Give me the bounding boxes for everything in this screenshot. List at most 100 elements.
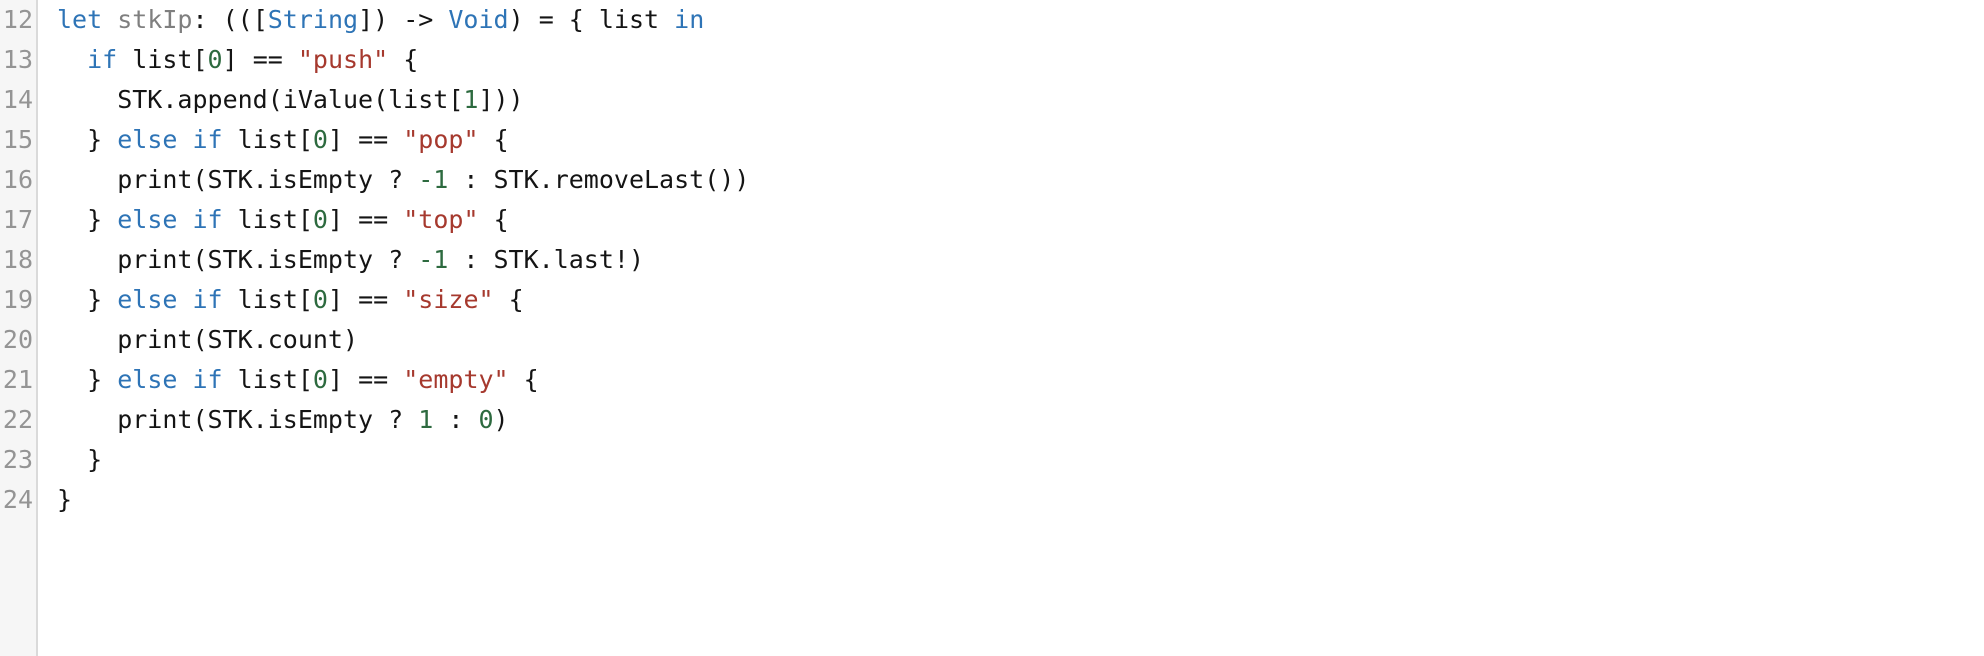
code-line-18: 18 print(STK.isEmpty ? -1 : STK.last!) [0, 240, 1984, 280]
code-line-19: 19 } else if list[0] == "size" { [0, 280, 1984, 320]
code-line-16: 16 print(STK.isEmpty ? -1 : STK.removeLa… [0, 160, 1984, 200]
token-plain: print(STK.isEmpty ? [57, 405, 419, 434]
token-plain: ] == [327, 205, 404, 234]
token-keyword: if [192, 365, 223, 394]
code-line-22: 22 print(STK.isEmpty ? 1 : 0) [0, 400, 1984, 440]
token-plain: print(STK.isEmpty ? [57, 245, 419, 274]
code-line-20: 20 print(STK.count) [0, 320, 1984, 360]
token-plain: list[ [222, 125, 313, 154]
token-number: 0 [312, 125, 328, 154]
code-text: } [36, 480, 72, 520]
token-plain: list[ [117, 45, 208, 74]
code-text: print(STK.count) [36, 320, 358, 360]
code-text: } else if list[0] == "top" { [36, 200, 509, 240]
token-plain: : STK.last!) [448, 245, 645, 274]
token-plain: ])) [478, 85, 524, 114]
line-number-gutter [0, 0, 38, 656]
token-number: 0 [207, 45, 223, 74]
token-keyword: if [192, 205, 223, 234]
token-keyword: if [87, 45, 118, 74]
line-number: 17 [2, 205, 33, 234]
token-keyword: in [674, 5, 705, 34]
token-plain [177, 365, 192, 394]
token-plain: ]) -> [358, 5, 449, 34]
code-text: let stkIp: (([String]) -> Void) = { list… [36, 0, 704, 40]
token-type: Void [448, 5, 509, 34]
token-string: "pop" [403, 125, 479, 154]
code-line-23: 23 } [0, 440, 1984, 480]
line-number: 21 [2, 365, 33, 394]
token-plain: print(STK.count) [57, 325, 359, 354]
code-text: print(STK.isEmpty ? -1 : STK.last!) [36, 240, 644, 280]
token-plain: } [57, 285, 118, 314]
token-plain: ] == [327, 365, 404, 394]
code-text: } else if list[0] == "pop" { [36, 120, 509, 160]
token-keyword: else [117, 125, 178, 154]
token-type: String [267, 5, 359, 34]
token-plain: STK.append(iValue(list[ [57, 85, 464, 114]
line-number: 15 [2, 125, 33, 154]
token-plain: ) = { list [508, 5, 675, 34]
token-plain: ] == [222, 45, 298, 74]
token-number: 0 [312, 285, 328, 314]
token-plain [102, 5, 117, 34]
token-plain: } [57, 445, 103, 474]
token-number: 1 [463, 85, 479, 114]
token-number: 0 [312, 205, 328, 234]
token-number: 0 [312, 365, 328, 394]
line-number: 24 [2, 485, 33, 514]
token-plain: ] == [327, 285, 404, 314]
token-plain: list[ [222, 285, 313, 314]
token-number: 1 [418, 405, 434, 434]
code-text: STK.append(iValue(list[1])) [36, 80, 524, 120]
token-variable: stkIp [117, 5, 193, 34]
token-plain: : STK.removeLast()) [448, 165, 750, 194]
line-number: 16 [2, 165, 33, 194]
token-plain: list[ [222, 365, 313, 394]
token-plain [177, 205, 192, 234]
token-string: "push" [297, 45, 389, 74]
code-line-13: 13 if list[0] == "push" { [0, 40, 1984, 80]
code-text: } else if list[0] == "size" { [36, 280, 524, 320]
token-plain [177, 125, 192, 154]
line-number: 22 [2, 405, 33, 434]
code-text: if list[0] == "push" { [36, 40, 418, 80]
token-keyword: let [57, 5, 103, 34]
token-plain: ] == [327, 125, 404, 154]
code-line-24: 24} [0, 480, 1984, 520]
token-keyword: else [117, 365, 178, 394]
line-number: 23 [2, 445, 33, 474]
token-keyword: else [117, 285, 178, 314]
line-number: 14 [2, 85, 33, 114]
token-plain: } [57, 125, 118, 154]
line-number: 18 [2, 245, 33, 274]
token-number: 0 [478, 405, 494, 434]
token-plain [57, 45, 87, 74]
token-string: "empty" [403, 365, 509, 394]
code-text: } [36, 440, 102, 480]
token-string: "size" [403, 285, 494, 314]
line-number: 12 [2, 5, 33, 34]
token-plain: : [433, 405, 479, 434]
code-text: } else if list[0] == "empty" { [36, 360, 539, 400]
token-keyword: if [192, 125, 223, 154]
code-line-21: 21 } else if list[0] == "empty" { [0, 360, 1984, 400]
token-keyword: else [117, 205, 178, 234]
token-keyword: if [192, 285, 223, 314]
token-plain [177, 285, 192, 314]
token-plain: { [478, 125, 509, 154]
token-plain: list[ [222, 205, 313, 234]
token-plain: { [478, 205, 509, 234]
token-plain: : (([ [192, 5, 268, 34]
token-plain: } [57, 485, 73, 514]
code-line-17: 17 } else if list[0] == "top" { [0, 200, 1984, 240]
code-text: print(STK.isEmpty ? 1 : 0) [36, 400, 508, 440]
token-string: "top" [403, 205, 479, 234]
code-text: print(STK.isEmpty ? -1 : STK.removeLast(… [36, 160, 749, 200]
line-number: 19 [2, 285, 33, 314]
code-line-14: 14 STK.append(iValue(list[1])) [0, 80, 1984, 120]
code-line-15: 15 } else if list[0] == "pop" { [0, 120, 1984, 160]
token-plain: { [493, 285, 524, 314]
